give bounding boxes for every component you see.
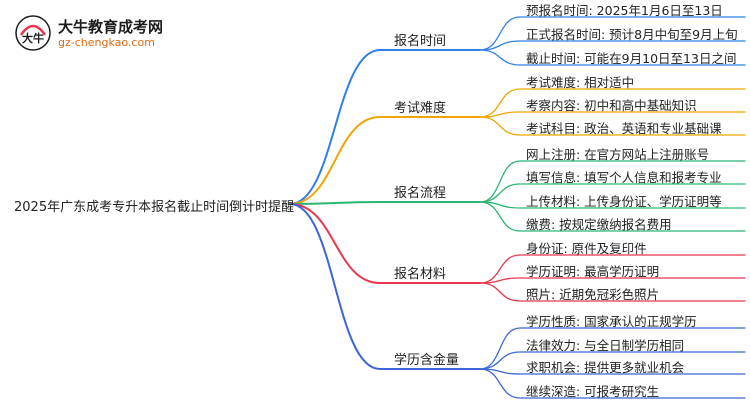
branch-connector (289, 203, 481, 370)
branch-label: 学历含金量 (394, 353, 460, 368)
logo-name: 大牛教育成考网 (58, 18, 164, 36)
logo-url: gz-chengkao.com (58, 36, 155, 49)
leaf-label: 考试科目: 政治、英语和专业基础课 (526, 121, 722, 136)
leaf-connector (479, 277, 746, 284)
leaf-label: 缴费: 按规定缴纳报名费用 (526, 217, 672, 232)
leaf-connector (479, 201, 746, 232)
leaf-label: 求职机会: 提供更多就业机会 (526, 360, 685, 375)
leaf-label: 正式报名时间: 预计8月中旬至9月上旬 (526, 27, 738, 42)
leaf-connector (479, 327, 746, 370)
leaf-label: 继续深造: 可报考研究生 (526, 384, 660, 399)
branch-label: 考试难度 (394, 101, 447, 116)
logo-mark-text: 大牛 (22, 31, 44, 45)
logo-mark-icon: 大牛 (15, 15, 51, 51)
leaf-label: 身份证: 原件及复印件 (526, 241, 647, 256)
site-logo[interactable]: 大牛 大牛教育成考网 gz-chengkao.com (14, 14, 214, 54)
leaf-label: 学历性质: 国家承认的正规学历 (526, 314, 697, 329)
leaf-connector (479, 116, 746, 136)
leaf-label: 上传材料: 上传身份证、学历证明等 (526, 194, 722, 209)
leaf-label: 考试难度: 相对适中 (526, 75, 635, 90)
branch-connector (289, 49, 481, 205)
leaf-connector (479, 254, 746, 284)
leaf-connector (479, 282, 746, 302)
leaf-connector (479, 368, 746, 399)
branch-connector (289, 203, 481, 284)
leaf-connector (479, 160, 746, 203)
root-topic: 2025年广东成考专升本报名截止时间倒计时提醒 (14, 200, 295, 215)
branch-label: 报名时间 (394, 34, 447, 49)
leaf-connector (479, 183, 746, 203)
branch-connector (289, 116, 481, 205)
leaf-connector (479, 16, 746, 51)
leaf-label: 学历证明: 最高学历证明 (526, 264, 660, 279)
leaf-label: 照片: 近期免冠彩色照片 (526, 287, 660, 302)
leaf-connector (479, 40, 746, 51)
leaf-label: 法律效力: 与全日制学历相同 (526, 338, 685, 353)
leaf-label: 网上注册: 在官方网站上注册账号 (526, 147, 710, 162)
leaf-connector (479, 351, 746, 370)
leaf-label: 考察内容: 初中和高中基础知识 (526, 98, 697, 113)
branch-connector (289, 201, 481, 205)
leaf-label: 预报名时间: 2025年1月6日至13日 (526, 3, 723, 18)
leaf-label: 截止时间: 可能在9月10日至13日之间 (526, 51, 737, 66)
leaf-connector (479, 88, 746, 118)
leaf-label: 填写信息: 填写个人信息和报考专业 (526, 170, 722, 185)
leaf-connector (479, 49, 746, 66)
leaf-connector (479, 111, 746, 118)
branch-label: 报名流程 (394, 186, 447, 201)
branch-label: 报名材料 (394, 267, 447, 282)
